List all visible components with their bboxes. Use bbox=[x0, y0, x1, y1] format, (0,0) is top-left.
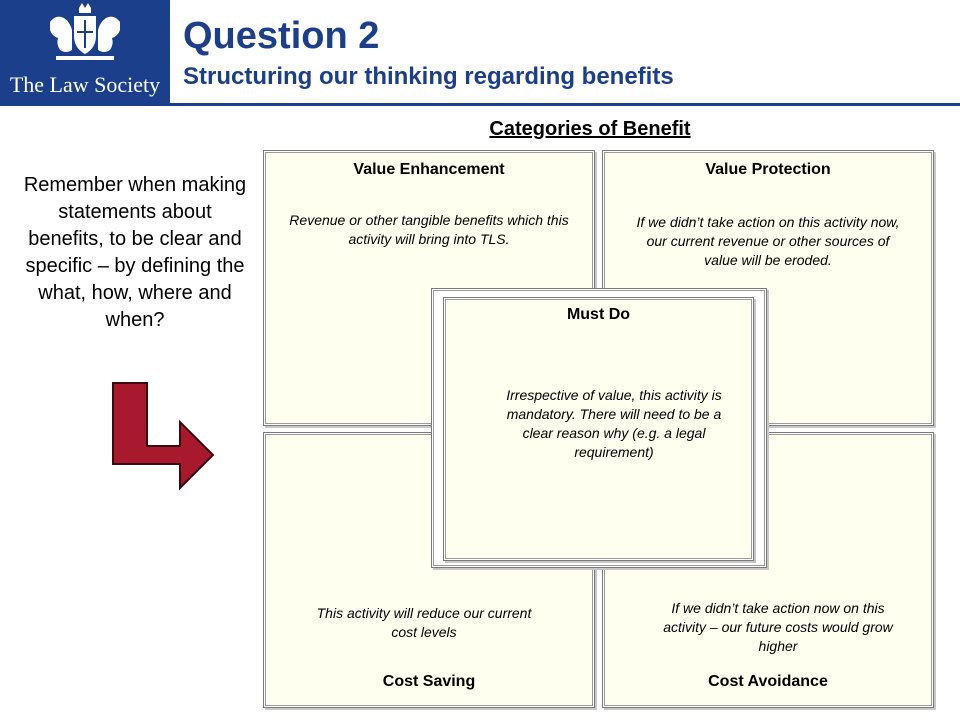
law-society-logo: The Law Society bbox=[0, 0, 170, 106]
value-protection-desc: If we didn’t take action on this activit… bbox=[636, 214, 900, 268]
value-enhancement-title: Value Enhancement bbox=[353, 161, 505, 178]
cost-saving-desc: This activity will reduce our current co… bbox=[316, 605, 532, 640]
must-do-box: Must Do Irrespective of value, this acti… bbox=[443, 297, 754, 561]
header-divider bbox=[170, 103, 960, 106]
cost-saving-title: Cost Saving bbox=[382, 673, 476, 690]
must-do-title: Must Do bbox=[566, 306, 631, 323]
cost-saving-box: This activity will reduce our current co… bbox=[263, 432, 595, 708]
value-protection-title: Value Protection bbox=[705, 161, 831, 178]
crest-icon bbox=[50, 3, 120, 60]
logo-text: The Law Society bbox=[9, 72, 161, 97]
bent-arrow-icon bbox=[112, 382, 215, 491]
page-title: Question 2 bbox=[183, 15, 380, 57]
cost-avoidance-desc: If we didn’t take action now on this act… bbox=[663, 600, 893, 654]
reminder-note: Remember when making statements about be… bbox=[23, 174, 247, 331]
cost-avoidance-title: Cost Avoidance bbox=[708, 673, 828, 690]
diagram-heading: Categories of Benefit bbox=[489, 118, 691, 140]
value-enhancement-desc: Revenue or other tangible benefits which… bbox=[289, 212, 569, 247]
must-do-desc: Irrespective of value, this activity is … bbox=[506, 387, 722, 460]
page-subtitle: Structuring our thinking regarding benef… bbox=[183, 63, 674, 90]
